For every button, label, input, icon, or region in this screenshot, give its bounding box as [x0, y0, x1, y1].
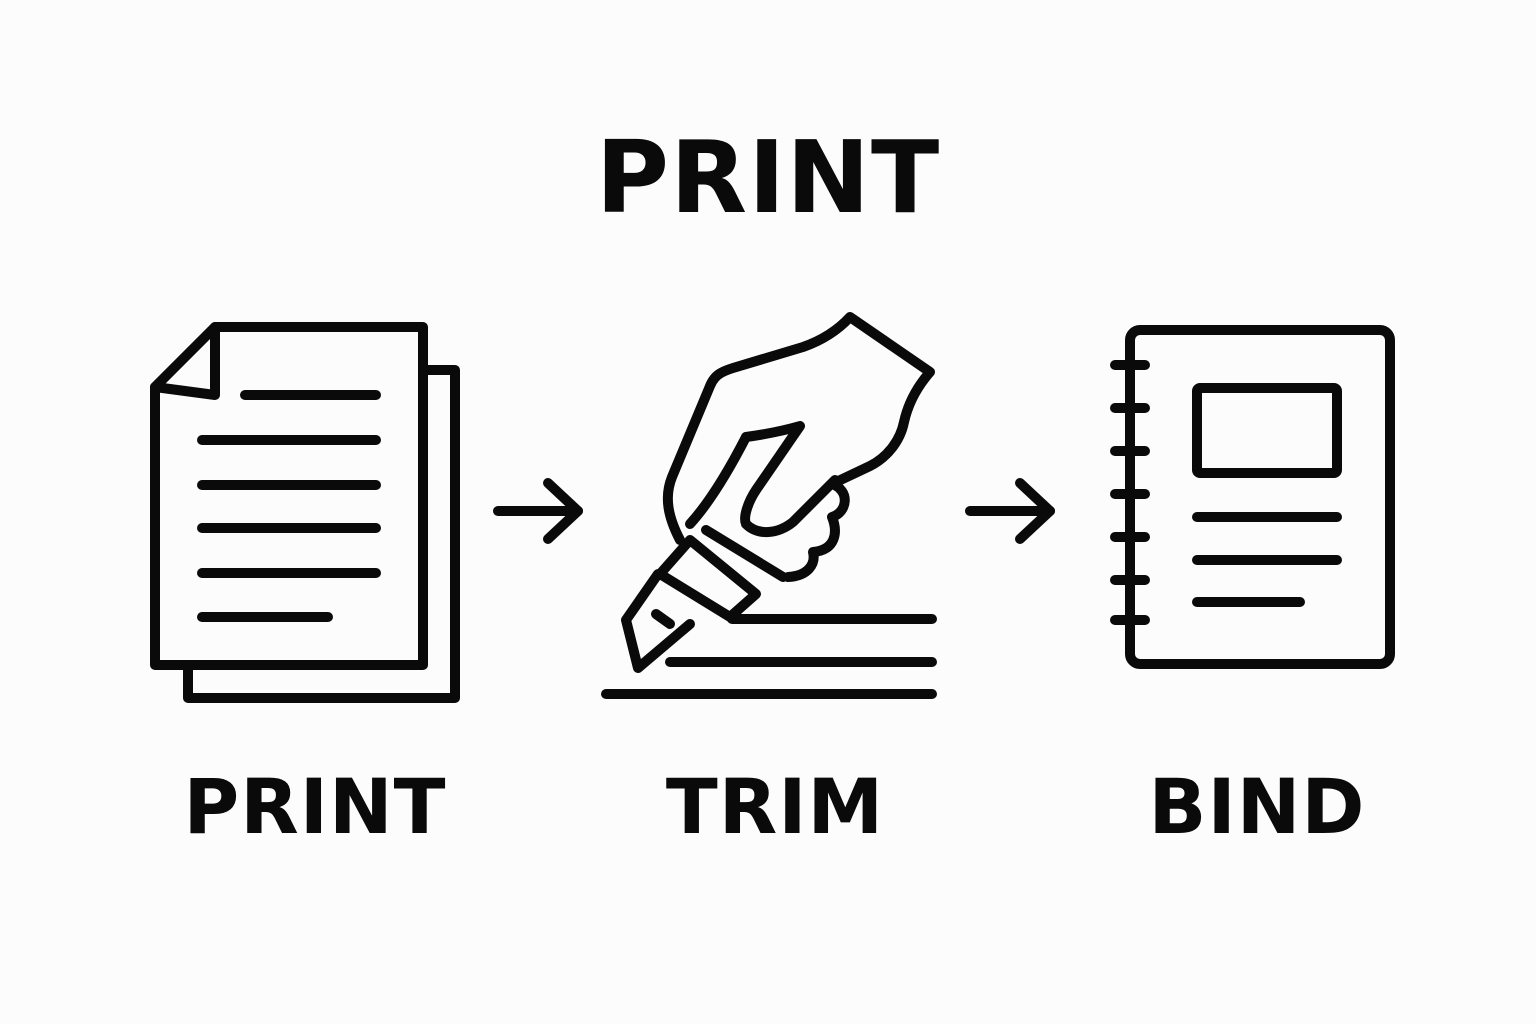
step-label-print: PRINT: [183, 762, 447, 851]
arrow-right-icon: [490, 475, 590, 547]
arrow-right-icon: [962, 475, 1062, 547]
document-stack-icon: [140, 315, 470, 715]
step-label-bind: BIND: [1148, 762, 1366, 851]
hand-cutter-icon: [598, 312, 943, 707]
diagram-title: PRINT: [595, 119, 941, 236]
step-label-trim: TRIM: [665, 762, 885, 851]
spiral-notebook-icon: [1105, 322, 1400, 672]
